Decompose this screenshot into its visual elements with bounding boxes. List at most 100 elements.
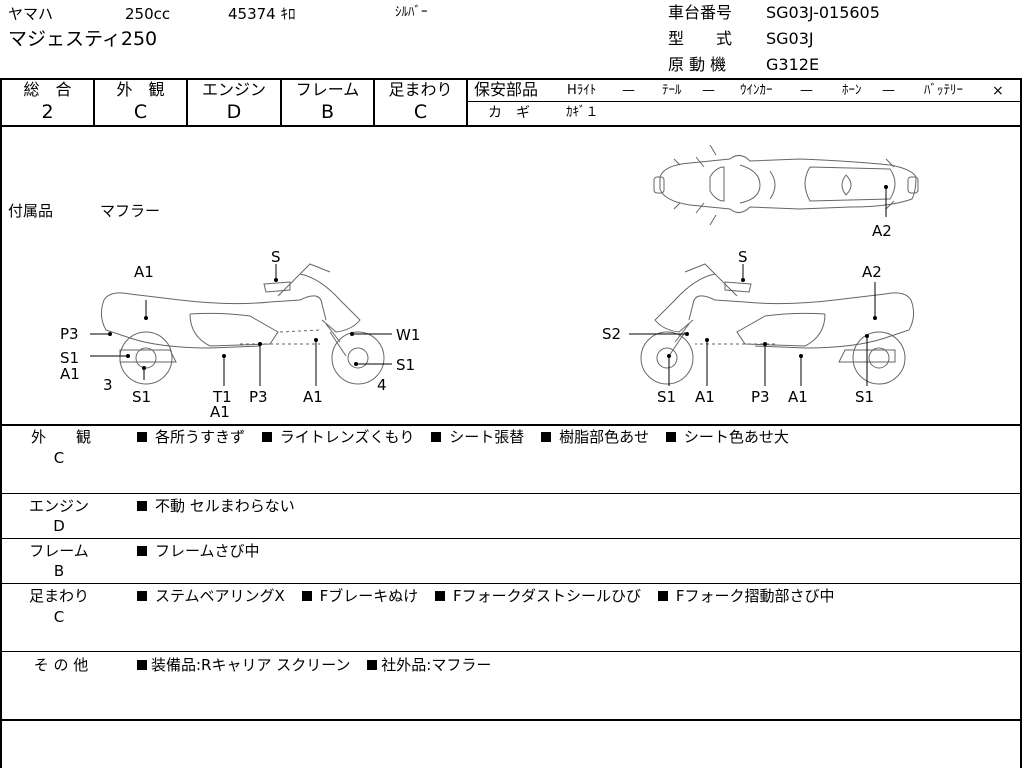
- detail-grade: C: [53, 608, 65, 626]
- detail-item: シート色あせ大: [683, 428, 789, 446]
- detail-heading: そ の 他: [33, 656, 89, 674]
- bullet-square-icon: [541, 432, 552, 442]
- engine-label: 原 動 機: [668, 55, 727, 74]
- divider: [0, 719, 1022, 721]
- divider: [0, 651, 1022, 652]
- divider: [0, 583, 1022, 584]
- detail-item: フレームさび中: [155, 542, 260, 560]
- detail-item: 装備品:Rキャリア スクリーン: [151, 656, 351, 674]
- safety-item-name: ﾎｰﾝ: [842, 83, 862, 98]
- frame-no: SG03J-015605: [766, 3, 880, 22]
- detail-item: 不動 セルまわらない: [155, 497, 295, 515]
- type-value: SG03J: [766, 29, 814, 48]
- safety-label: 保安部品: [474, 80, 539, 99]
- divider: [0, 493, 1022, 494]
- diagram-label: 3: [103, 376, 113, 394]
- safety-item-value: ×: [992, 83, 1004, 99]
- divider: [0, 424, 1022, 426]
- diagram-label: A1: [60, 365, 80, 383]
- diagram-label: A1: [788, 388, 808, 406]
- diagram-label: A1: [303, 388, 323, 406]
- detail-item: 樹脂部色あせ: [559, 428, 650, 446]
- diagram-label: A2: [872, 222, 892, 240]
- bullet-square-icon: [665, 432, 676, 442]
- detail-heading: 足まわり: [28, 587, 89, 605]
- scooter-top-view-diagram: [653, 145, 919, 226]
- diagram-label: A1: [695, 388, 715, 406]
- key-value: ｶｷﾞ１: [566, 105, 599, 120]
- bullet-square-icon: [137, 591, 147, 601]
- bullet-square-icon: [137, 546, 147, 556]
- diagram-label: S: [738, 248, 748, 266]
- safety-item-name: ﾃｰﾙ: [662, 83, 682, 98]
- diagram-label: T1: [213, 388, 232, 406]
- diagram-label: P3: [249, 388, 268, 406]
- accessories-value: マフラー: [100, 202, 161, 220]
- detail-grade: B: [53, 562, 65, 580]
- diagram-label: S: [271, 248, 281, 266]
- detail-items: 各所うすきず ライトレンズくもり シート張替 樹脂部色あせ シート色あせ大: [137, 428, 801, 446]
- border-left: [0, 78, 2, 768]
- diagram-label: A1: [210, 403, 230, 421]
- divider: [93, 78, 95, 126]
- diagram-label: A2: [862, 263, 882, 281]
- detail-items: 不動 セルまわらない: [137, 497, 307, 515]
- diagram-label: A1: [134, 263, 154, 281]
- safety-item-name: ﾊﾞｯﾃﾘｰ: [924, 83, 963, 98]
- safety-item-name: Hﾗｲﾄ: [567, 83, 597, 98]
- diagram-label: P3: [60, 325, 79, 343]
- detail-item: Fブレーキぬけ: [319, 587, 419, 605]
- maker-name: ヤマハ: [8, 5, 54, 23]
- diagram-label: 4: [377, 376, 387, 394]
- safety-item-name: ｳｲﾝｶｰ: [740, 83, 773, 98]
- mileage: 45374 ｷﾛ: [228, 5, 296, 23]
- grade-value-overall: 2: [41, 101, 54, 123]
- bullet-square-icon: [301, 591, 312, 601]
- diagram-label: S2: [602, 325, 622, 343]
- scooter-left-view-diagram: [90, 263, 392, 386]
- bullet-square-icon: [431, 432, 442, 442]
- detail-items: フレームさび中: [137, 542, 272, 560]
- grade-header-suspension: 足まわり: [388, 80, 453, 99]
- detail-item: Fフォークダストシールひび: [453, 587, 642, 605]
- grade-header-overall: 総 合: [23, 80, 72, 99]
- divider: [0, 538, 1022, 539]
- diagram-label: S1: [657, 388, 677, 406]
- detail-item: 社外品:マフラー: [381, 656, 492, 674]
- safety-item-value: —: [800, 83, 813, 98]
- divider: [466, 101, 1022, 102]
- key-label: カ ギ: [488, 105, 530, 121]
- divider: [0, 125, 1022, 127]
- divider: [280, 78, 282, 126]
- bullet-square-icon: [261, 432, 272, 442]
- detail-item: ライトレンズくもり: [279, 428, 415, 446]
- detail-heading: フレーム: [29, 542, 89, 560]
- divider: [373, 78, 375, 126]
- bullet-square-icon: [435, 591, 446, 601]
- bullet-square-icon: [367, 660, 378, 670]
- grade-value-suspension: C: [413, 101, 428, 123]
- accessories-label: 付属品: [8, 202, 54, 220]
- bullet-square-icon: [137, 660, 147, 670]
- diagram-label: S1: [855, 388, 875, 406]
- diagram-label: S1: [132, 388, 152, 406]
- detail-heading: 外 観: [30, 428, 91, 446]
- detail-grade: D: [53, 517, 65, 535]
- grade-header-engine: エンジン: [201, 80, 266, 99]
- diagram-label: P3: [751, 388, 770, 406]
- grade-header-exterior: 外 観: [116, 80, 165, 99]
- diagram-label: W1: [396, 326, 421, 344]
- detail-grade: C: [53, 449, 65, 467]
- grade-header-frame: フレーム: [295, 80, 360, 99]
- type-label: 型 式: [668, 29, 733, 48]
- bullet-square-icon: [137, 501, 147, 511]
- diagram-label: S1: [60, 349, 80, 367]
- detail-item: シート張替: [449, 428, 525, 446]
- model-name: マジェスティ250: [8, 28, 158, 50]
- diagram-label: S1: [396, 356, 416, 374]
- detail-item: 各所うすきず: [155, 428, 246, 446]
- color: ｼﾙﾊﾞｰ: [395, 5, 428, 20]
- displacement: 250cc: [125, 5, 171, 23]
- detail-item: ステムベアリングX: [155, 587, 285, 605]
- grade-value-frame: B: [320, 101, 335, 123]
